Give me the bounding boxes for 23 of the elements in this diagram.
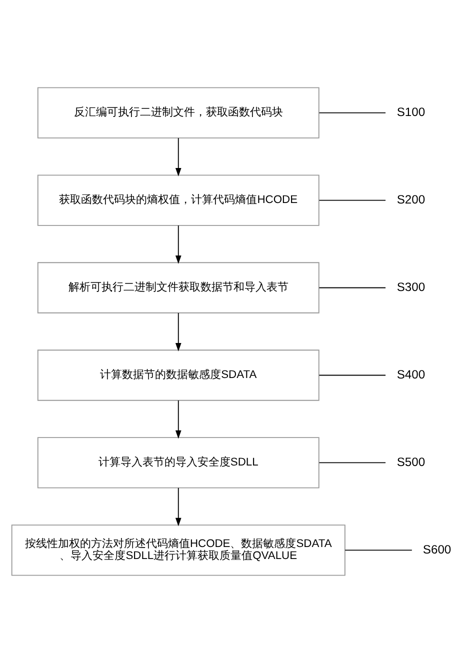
connector bbox=[318, 287, 386, 288]
connector bbox=[344, 550, 412, 551]
node-box: 解析可执行二进制文件获取数据节和导入表节 bbox=[37, 262, 320, 314]
arrow bbox=[175, 225, 182, 264]
node-text: S300 bbox=[396, 280, 426, 294]
node-text: S400 bbox=[396, 367, 426, 382]
arrow bbox=[175, 312, 182, 352]
node-box: 反汇编可执行二进制文件，获取函数代码块 bbox=[37, 87, 320, 138]
arrow bbox=[175, 138, 182, 176]
node-text: S100 bbox=[396, 105, 426, 120]
node-box: 获取函数代码块的熵权值，计算代码熵值HCODE bbox=[37, 174, 320, 226]
connector bbox=[318, 112, 386, 114]
connector bbox=[318, 374, 386, 376]
connector bbox=[318, 200, 386, 201]
node-box: 按线性加权的方法对所述代码熵值HCODE、数据敏感度SDATA、导入安全度SDLL进行计算获取质量值QVALUE bbox=[11, 524, 346, 576]
node-box: 计算数据节的数据敏感度SDATA bbox=[37, 350, 320, 401]
node-box: 计算导入表节的导入安全度SDLL bbox=[37, 437, 320, 488]
node-text: S600 bbox=[422, 542, 452, 556]
node-text: S200 bbox=[396, 192, 426, 206]
arrow bbox=[175, 487, 182, 526]
connector bbox=[318, 462, 386, 464]
node-text: S500 bbox=[396, 454, 426, 469]
arrow bbox=[175, 400, 182, 439]
